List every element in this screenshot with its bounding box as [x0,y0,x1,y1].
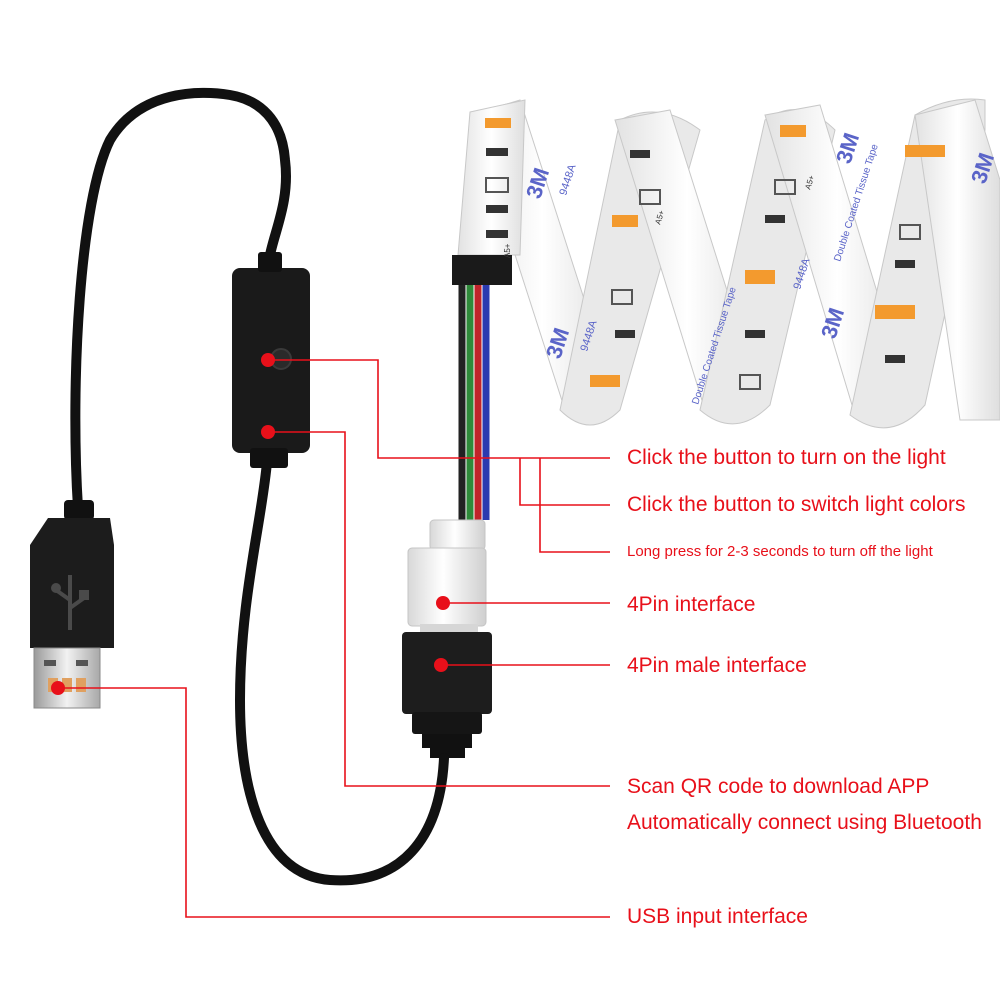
tape-model: 9448A [557,162,578,197]
tape-brand-5: 3M [831,130,864,167]
usb-plug [30,500,114,709]
pad-label: A5+ [503,243,512,258]
callout-4pin: 4Pin interface [627,593,756,616]
callout-power-on: Click the button to turn on the light [627,446,946,469]
usb-cable [70,87,449,886]
usb-trident-icon [51,575,89,630]
strip-pad-labels: A5+ A5+ A5+ [503,174,816,258]
callout-bluetooth: Automatically connect using Bluetooth [627,811,982,834]
4pin-male-connector [402,632,492,758]
callout-dots [51,353,450,695]
callout-long-press: Long press for 2-3 seconds to turn off t… [627,543,933,560]
callout-lines [58,359,610,918]
led-strip [457,98,1000,429]
callout-qr-app: Scan QR code to download APP [627,775,930,798]
callout-switch-colors: Click the button to switch light colors [627,493,966,516]
led-chips [485,118,945,390]
callout-usb: USB input interface [627,905,808,928]
rgb-wires [452,255,512,520]
pad-label-2: A5+ [653,209,666,226]
pad-label-3: A5+ [803,174,816,191]
callout-4pin-male: 4Pin male interface [627,654,807,677]
4pin-female-connector [407,519,487,632]
